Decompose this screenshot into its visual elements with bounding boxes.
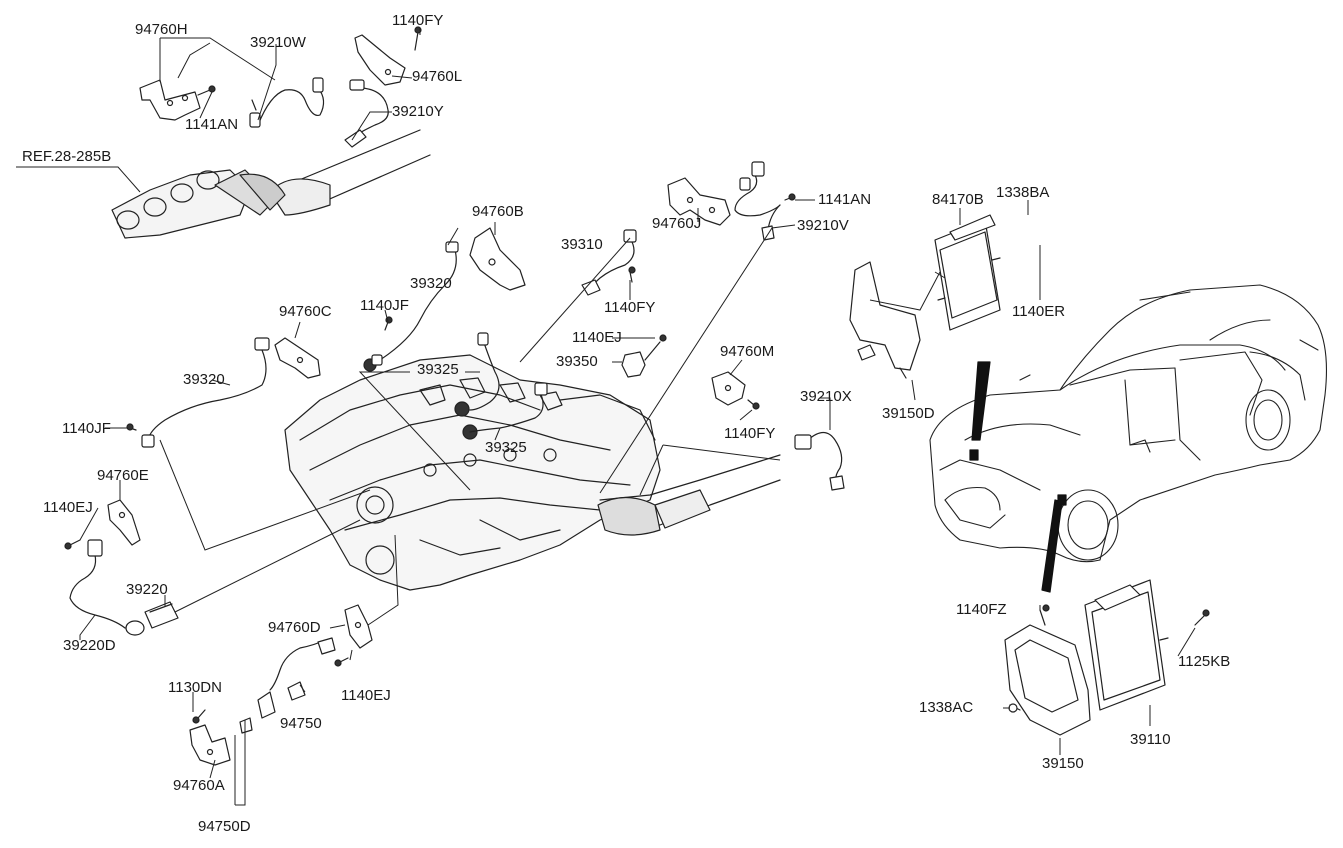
callout-39150d: 39150D bbox=[882, 405, 935, 422]
callout-39210w: 39210W bbox=[250, 34, 306, 51]
sensor-94750-harness bbox=[239, 637, 336, 734]
callout-1140fy-top: 1140FY bbox=[392, 12, 444, 29]
callout-1338ba: 1338BA bbox=[996, 184, 1050, 201]
sensor-39325-upper bbox=[469, 332, 500, 411]
sensor-39320-left bbox=[126, 349, 267, 448]
engine-assembly bbox=[284, 354, 661, 591]
callout-1130dn: 1130DN bbox=[168, 679, 222, 696]
callout-39210v: 39210V bbox=[797, 217, 849, 234]
callout-39310: 39310 bbox=[561, 236, 603, 253]
callout-94760l: 94760L bbox=[412, 68, 463, 85]
callout-39150: 39150 bbox=[1042, 755, 1084, 772]
callout-39325-lower: 39325 bbox=[485, 439, 527, 456]
callout-94750d: 94750D bbox=[198, 818, 251, 835]
sensor-39320-upper bbox=[371, 241, 459, 366]
bracket-94760d bbox=[334, 604, 373, 667]
callout-1125kb: 1125KB bbox=[1178, 653, 1231, 670]
bracket-39150 bbox=[1004, 604, 1091, 736]
callout-94760b: 94760B bbox=[472, 203, 524, 220]
callout-94760d: 94760D bbox=[268, 619, 321, 636]
callout-1140jf-upper: 1140JF bbox=[360, 297, 409, 314]
bracket-94760j bbox=[667, 177, 731, 226]
callout-1141an-right: 1141AN bbox=[818, 191, 872, 208]
oxygen-sensor-39210x bbox=[794, 431, 845, 491]
sensor-39220d bbox=[69, 539, 145, 636]
bracket-94760b bbox=[469, 227, 526, 291]
oxygen-sensor-39210y bbox=[344, 79, 389, 148]
oxygen-sensor-39210v bbox=[734, 161, 796, 241]
ecu-84170b bbox=[934, 214, 1001, 331]
callout-1140fy-lower: 1140FY bbox=[724, 425, 776, 442]
callout-39220: 39220 bbox=[126, 581, 168, 598]
callout-39220d: 39220D bbox=[63, 637, 116, 654]
sensor-39325-lower bbox=[469, 382, 548, 433]
bracket-94760c bbox=[254, 337, 321, 379]
callout-39110: 39110 bbox=[1130, 731, 1171, 748]
vehicle-illustration bbox=[929, 284, 1327, 563]
callout-94750: 94750 bbox=[280, 715, 322, 732]
callout-94760a: 94760A bbox=[173, 777, 225, 794]
callout-84170b: 84170B bbox=[932, 191, 984, 208]
sensor-39350 bbox=[621, 334, 667, 378]
callout-94760j: 94760J bbox=[652, 215, 702, 232]
callout-94760h: 94760H bbox=[135, 21, 188, 38]
callout-39325-upper: 39325 bbox=[417, 361, 459, 378]
callout-94760e: 94760E bbox=[97, 467, 149, 484]
callout-1140ej-left: 1140EJ bbox=[43, 499, 93, 516]
ecu-39110 bbox=[1084, 579, 1210, 711]
callout-39320-left: 39320 bbox=[183, 371, 225, 388]
callout-39210x: 39210X bbox=[800, 388, 852, 405]
callout-94760m: 94760M bbox=[720, 343, 775, 360]
callout-1140ej-lower: 1140EJ bbox=[341, 687, 391, 704]
ecu-location-marker-2 bbox=[1057, 494, 1067, 506]
callout-1140er: 1140ER bbox=[1012, 303, 1066, 320]
callout-1140fy-mid: 1140FY bbox=[604, 299, 656, 316]
exhaust-pipe-upper bbox=[269, 129, 431, 216]
exhaust-manifold-upper bbox=[111, 169, 286, 239]
callout-ref-28-285b: REF.28-285B bbox=[22, 148, 112, 165]
arrow-ecu-top bbox=[971, 361, 991, 441]
exhaust-pipe-lower bbox=[597, 454, 781, 536]
callout-1338ac: 1338AC bbox=[919, 699, 974, 716]
bracket-94760m bbox=[711, 371, 760, 410]
callout-39350: 39350 bbox=[556, 353, 598, 370]
bracket-94760e bbox=[64, 499, 141, 550]
callout-1141an-top: 1141AN bbox=[185, 116, 239, 133]
ecu-location-marker-1 bbox=[969, 449, 979, 461]
bracket-39150d bbox=[849, 261, 921, 379]
callout-39320-upper: 39320 bbox=[410, 275, 452, 292]
callout-1140fz: 1140FZ bbox=[956, 601, 1007, 618]
leader-lines bbox=[16, 28, 1196, 806]
sensor-39220 bbox=[144, 601, 179, 629]
callout-1140jf-left: 1140JF bbox=[62, 420, 111, 437]
callout-1140ej-mid: 1140EJ bbox=[572, 329, 622, 346]
callout-94760c: 94760C bbox=[279, 303, 332, 320]
callout-39210y: 39210Y bbox=[392, 103, 444, 120]
bracket-94760h bbox=[139, 79, 216, 121]
sensor-39310 bbox=[581, 229, 637, 296]
oxygen-sensor-39210w bbox=[249, 77, 325, 128]
bracket-94760a bbox=[189, 709, 231, 766]
